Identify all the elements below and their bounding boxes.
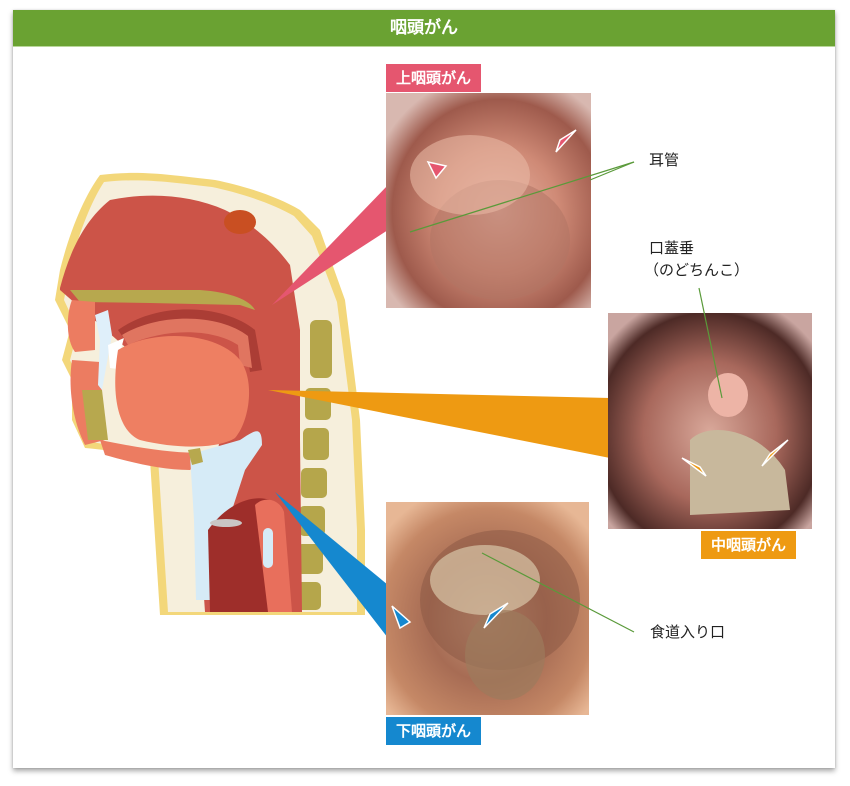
lower-pharynx-tag: 下咽頭がん — [386, 717, 482, 745]
esophagus-entrance-label: 食道入り口 — [650, 623, 726, 641]
esophagus — [255, 499, 292, 612]
middle-pharynx-tag: 中咽頭がん — [701, 531, 797, 559]
lower-tumor-arrow-icon — [391, 605, 412, 630]
lower-pharynx-photo — [386, 502, 635, 715]
lower-tumor-arrow-icon — [483, 602, 509, 629]
middle-tumor-arrow-icon — [681, 457, 707, 477]
upper-tumor-arrow-icon — [426, 160, 448, 180]
upper-tumor-arrow-icon — [555, 129, 577, 153]
figure-title: 咽頭がん — [13, 10, 835, 47]
lower-pointer-wedge — [275, 492, 388, 638]
tongue — [115, 336, 250, 447]
uvula-label: 口蓋垂 — [649, 239, 695, 257]
vertebra — [310, 320, 332, 378]
upper-pharynx-tag: 上咽頭がん — [386, 64, 482, 92]
sphenoid-sinus — [224, 210, 256, 234]
eustachian-leader-line — [589, 161, 635, 181]
eustachian-tube-label: 耳管 — [649, 151, 680, 169]
middle-tumor-arrow-icon — [761, 439, 789, 467]
middle-pointer-wedge — [268, 390, 610, 458]
vertebra — [297, 544, 323, 574]
uvula-label-reading: （のどちんこ） — [644, 261, 750, 279]
upper-pharynx-photo — [386, 93, 635, 308]
upper-pointer-wedge — [272, 185, 388, 305]
vertebra — [301, 468, 327, 498]
vertebra — [303, 428, 329, 460]
middle-pharynx-photo — [608, 287, 812, 529]
head-neck-cross-section — [55, 172, 365, 615]
